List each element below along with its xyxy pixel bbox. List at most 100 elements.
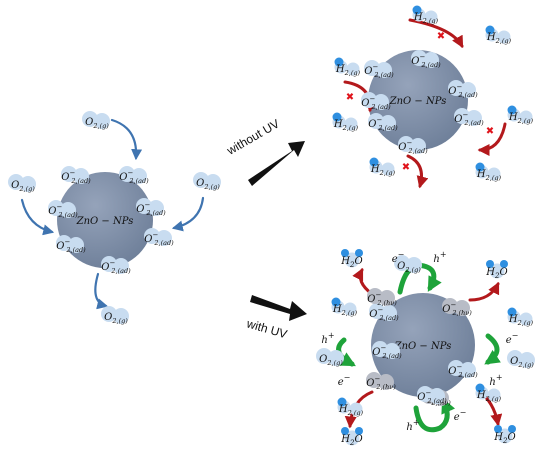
- bottom-h2o-4-label: H2O: [493, 432, 515, 445]
- bottom-hole-bottom: h+: [406, 418, 419, 433]
- bottom-electron-right-label: e−: [506, 331, 519, 346]
- top-h2-6-label: H2,(g): [370, 164, 396, 177]
- zno-label-top: ZnO − NPs: [389, 96, 447, 107]
- top-h2-7-h-atom: [475, 162, 485, 172]
- left-arrow-right: [171, 196, 205, 232]
- bottom-ads-o2-left2-label: O−2,(ad): [372, 344, 402, 360]
- bottom-h2-3-h-atom: [337, 397, 347, 407]
- top-h2-1: H2,(g): [412, 5, 439, 25]
- top-ads-o2-5-atom-a: [368, 113, 384, 129]
- left-ads-o2-1-label: O−2,(ad): [61, 169, 91, 185]
- top-arrow-4: [406, 154, 429, 189]
- bottom-hole-bottom-label: h+: [406, 418, 419, 433]
- top-ads-o2-2: O−2,(ad): [411, 50, 441, 69]
- left-ads-o2-6: O−2,(ad): [144, 228, 174, 247]
- bottom-h2o-2-label: H2O: [485, 267, 507, 280]
- left-gas-o2-top-atom-b: [94, 113, 110, 129]
- bottom-h2o-4: H2O: [493, 425, 516, 445]
- bottom-ads-o2-bottom-label: O−2,(ad): [417, 389, 447, 405]
- bottom-gas-o2-left: O2,(g): [316, 348, 344, 367]
- left-gas-o2-top: O2,(g): [82, 111, 110, 130]
- left-gas-o2-left: O2,(g): [8, 174, 36, 193]
- top-ads-o2-4-atom-a: [448, 80, 464, 96]
- top-blocked-mark-2: ✖: [346, 92, 354, 103]
- top-h2-5: H2,(g): [507, 105, 534, 125]
- bottom-hv-o2-topright-label: O−2,(hν): [442, 301, 472, 317]
- bottom-hole-left: h+: [321, 331, 334, 346]
- left-gas-o2-left-atom-b: [20, 176, 36, 192]
- left-gas-o2-left-atom-a: [8, 174, 24, 190]
- top-h2-7: H2,(g): [475, 162, 502, 182]
- top-ads-o2-7-atom-b: [410, 138, 426, 154]
- top-blocked-mark-4: ✖: [402, 162, 410, 173]
- top-ads-o2-1: O−2,(ad): [364, 60, 394, 79]
- bottom-h2o-4-oxygen: [497, 428, 513, 444]
- left-ads-o2-7: O−2,(ad): [101, 256, 131, 275]
- bottom-gas-o2-top-atom-a: [394, 255, 410, 271]
- bottom-gas-o2-left-atom-b: [328, 350, 344, 366]
- bottom-hole-right: h+: [489, 373, 502, 388]
- top-ads-o2-7: O−2,(ad): [398, 136, 428, 155]
- left-ads-o2-3-atom-a: [48, 200, 64, 216]
- bottom-h2o-1-h-atom-a: [341, 249, 349, 257]
- top-ads-o2-4-atom-b: [460, 82, 476, 98]
- top-ads-o2-3: O−2,(ad): [361, 92, 391, 111]
- bottom-hv-o2-bottomleft-atom-b: [378, 374, 394, 390]
- bottom-hv-o2-bottomleft: O−2,(hν): [366, 372, 396, 391]
- bottom-h2-4-halo-b: [487, 388, 501, 402]
- left-ads-o2-3: O−2,(ad): [48, 200, 78, 219]
- top-h2-3-label: H2,(g): [335, 64, 361, 77]
- bottom-h2-3-label: H2,(g): [338, 404, 364, 417]
- left-ads-o2-6-atom-b: [156, 230, 172, 246]
- bottom-h2-1: H2,(g): [331, 297, 358, 317]
- left-gas-o2-bottom: O2,(g): [101, 306, 129, 325]
- bottom-ads-o2-bottom-atom-a: [417, 386, 433, 402]
- left-ads-o2-5: O−2,(ad): [56, 235, 86, 254]
- left-gas-o2-bottom-label: O2,(g): [104, 312, 128, 325]
- top-h2-1-label: H2,(g): [413, 12, 439, 25]
- top-h2-3-h-atom: [334, 57, 344, 67]
- bottom-electron-top-label: e−: [392, 250, 405, 265]
- bottom-ads-o2-right-atom-a: [448, 360, 464, 376]
- left-ads-o2-1-atom-b: [73, 168, 89, 184]
- left-ads-o2-6-atom-a: [144, 228, 160, 244]
- bottom-ads-o2-left: O−2,(ad): [369, 303, 399, 322]
- top-h2-3: H2,(g): [334, 57, 361, 77]
- bottom-h2-4: H2,(g): [475, 383, 502, 403]
- bottom-hv-o2-topleft-atom-b: [379, 290, 395, 306]
- bottom-ads-o2-bottom-atom-b: [429, 388, 445, 404]
- left-gas-o2-right: O2,(g): [193, 172, 221, 191]
- top-blocked-mark-1: ✖: [437, 31, 445, 42]
- process-arrow-with-uv: with UV: [244, 295, 307, 341]
- top-h2-3-halo-b: [346, 62, 360, 76]
- bottom-electron-right: e−: [506, 331, 519, 346]
- bottom-h2o-3-h-atom-a: [341, 427, 349, 435]
- reaction-arrows: [20, 18, 507, 433]
- bottom-green-arrow-right: [484, 333, 501, 365]
- bottom-hv-o2-topright-atom-b: [454, 300, 470, 316]
- bottom-gas-o2-top-atom-b: [406, 257, 422, 273]
- bottom-gas-o2-right-label: O2,(g): [510, 356, 534, 369]
- left-ads-o2-2: O−2,(ad): [119, 166, 149, 185]
- top-arrow-1: [408, 18, 464, 49]
- bottom-h2-1-h-atom: [331, 297, 341, 307]
- bottom-gas-o2-left-label: O2,(g): [319, 354, 343, 367]
- left-ads-o2-3-atom-b: [60, 202, 76, 218]
- left-gas-o2-bottom-atom-b: [113, 308, 129, 324]
- left-gas-o2-top-label: O2,(g): [85, 117, 109, 130]
- left-ads-o2-2-atom-b: [131, 168, 147, 184]
- bottom-h2o-1-h-atom-b: [355, 249, 363, 257]
- zno-label-bottom: ZnO − NPs: [394, 341, 452, 352]
- bottom-h2o-1: H2O: [340, 249, 363, 269]
- bottom-h2o-2-oxygen: [489, 263, 505, 279]
- bottom-hv-o2-topleft-label: O−2,(hν): [367, 291, 397, 307]
- with-uv-label: with UV: [244, 316, 289, 341]
- top-ads-o2-7-label: O−2,(ad): [398, 139, 428, 155]
- top-ads-o2-1-atom-a: [364, 60, 380, 76]
- bottom-ads-o2-left-label: O−2,(ad): [369, 306, 399, 322]
- bottom-electron-bottom: e−: [454, 408, 467, 423]
- bottom-ads-o2-left-atom-a: [369, 303, 385, 319]
- bottom-h2o-2: H2O: [485, 260, 508, 280]
- bottom-ads-o2-left2: O−2,(ad): [372, 341, 402, 360]
- top-h2-7-label: H2,(g): [476, 169, 502, 182]
